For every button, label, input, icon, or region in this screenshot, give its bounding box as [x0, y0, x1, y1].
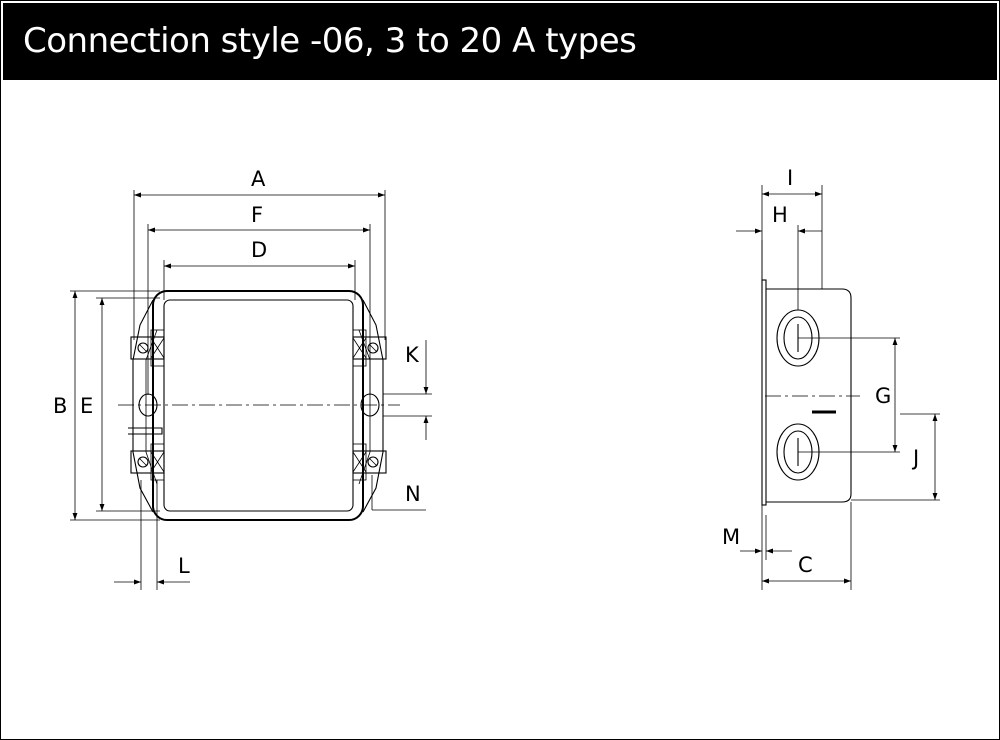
label-l: L: [178, 554, 190, 578]
label-k: K: [405, 343, 420, 367]
label-i: I: [787, 166, 793, 190]
terminal-right-bottom: [352, 443, 387, 481]
right-flange: [362, 299, 384, 513]
label-a: A: [251, 167, 266, 191]
label-g: G: [875, 384, 891, 408]
terminal-left-bottom: [130, 443, 165, 481]
left-flange: [132, 299, 154, 513]
label-h: H: [772, 203, 788, 227]
label-j: J: [911, 446, 919, 470]
filter-body-outer: [152, 290, 364, 521]
ground-tab: [128, 427, 163, 435]
filter-body-inner: [163, 299, 354, 512]
terminal-right-top: [352, 329, 387, 367]
label-f: F: [251, 203, 263, 227]
page-title: Connection style -06, 3 to 20 A types: [23, 21, 637, 61]
side-view: I H G J M C: [722, 166, 940, 590]
front-view: A F D B E K N L: [53, 167, 432, 590]
terminal-left-top: [130, 329, 165, 367]
label-c: C: [798, 553, 813, 577]
label-n: N: [405, 482, 421, 506]
label-b: B: [53, 394, 67, 418]
label-e: E: [80, 394, 93, 418]
side-mounting-plate: [761, 279, 767, 506]
label-m: M: [722, 525, 740, 549]
side-body: [766, 288, 852, 503]
header-bar: Connection style -06, 3 to 20 A types: [3, 3, 997, 80]
label-d: D: [251, 238, 267, 262]
